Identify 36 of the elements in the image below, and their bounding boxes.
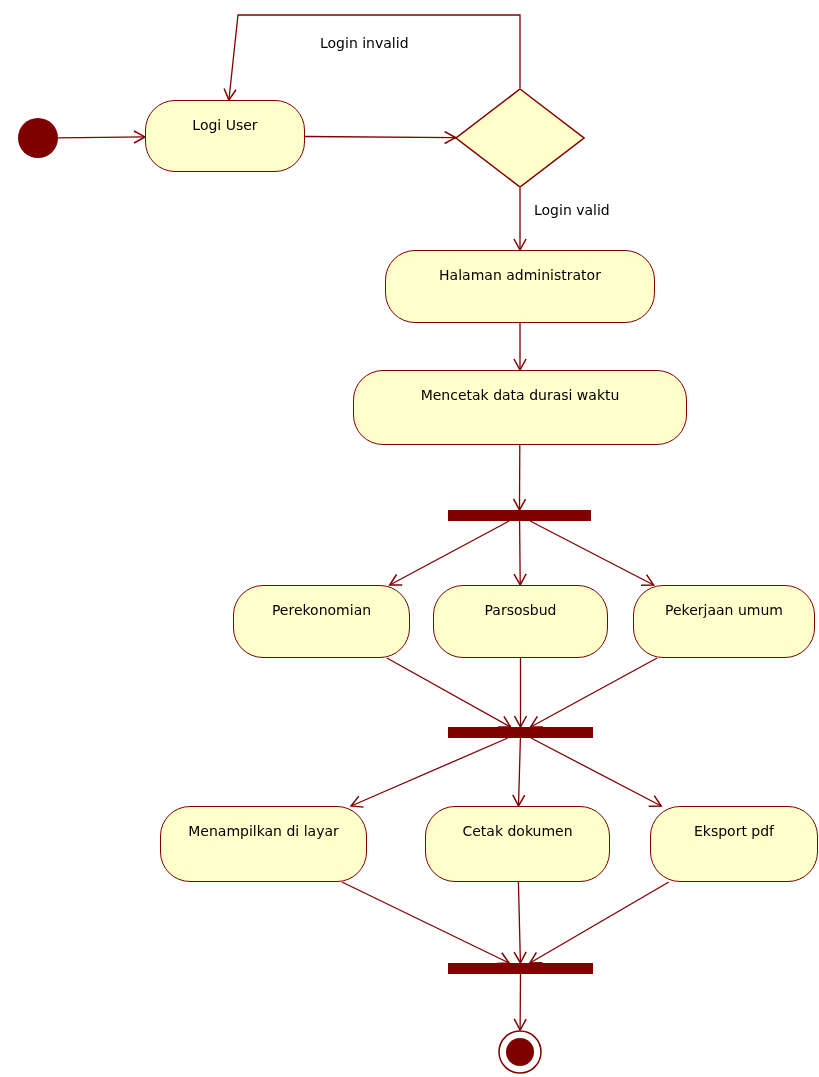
arrow [513, 520, 527, 586]
decision-diamond [455, 88, 585, 188]
arrow [512, 737, 526, 807]
arrow [530, 737, 662, 807]
arrow [529, 657, 658, 728]
activity-box: Logi User [145, 100, 305, 172]
arrow [388, 520, 510, 586]
activity-box: Pekerjaan umum [633, 585, 815, 658]
arrow [512, 444, 527, 511]
arrow [529, 520, 655, 586]
activity-box: Cetak dokumen [425, 806, 610, 882]
end-node [498, 1030, 542, 1074]
activity-box: Halaman administrator [385, 250, 655, 323]
sync-bar [448, 510, 591, 521]
arrow [350, 737, 509, 808]
sync-bar [448, 727, 593, 738]
sync-bar [448, 963, 593, 974]
activity-box: Menampilkan di layar [160, 806, 367, 882]
arrow [386, 657, 512, 728]
arrow [513, 881, 527, 964]
arrow [513, 973, 527, 1031]
edge-label: Login invalid [318, 35, 411, 51]
arrow [529, 881, 670, 964]
arrow [223, 14, 521, 101]
start-node [18, 118, 58, 158]
arrow [513, 322, 527, 371]
arrow [304, 130, 457, 145]
arrow [513, 187, 527, 251]
activity-box: Eksport pdf [650, 806, 818, 882]
activity-box: Perekonomian [233, 585, 410, 658]
arrow [513, 657, 528, 728]
arrow [57, 130, 146, 144]
activity-box: Mencetak data durasi waktu [353, 370, 687, 445]
arrow [341, 881, 510, 965]
edge-label: Login valid [532, 202, 612, 218]
activity-box: Parsosbud [433, 585, 608, 658]
